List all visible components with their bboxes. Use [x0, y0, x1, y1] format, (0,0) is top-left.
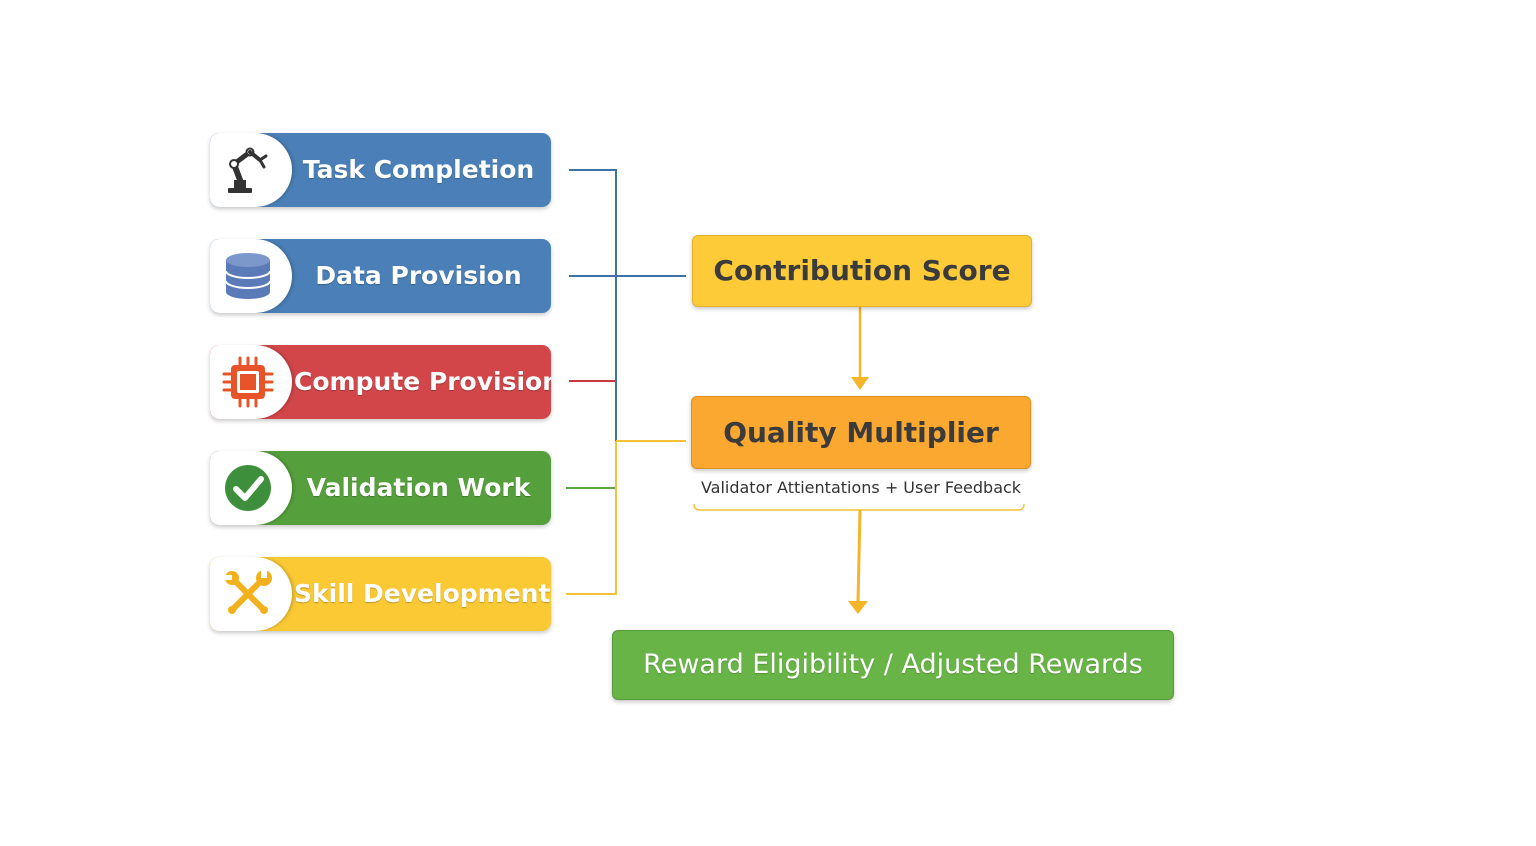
quality-multiplier-note: Validator Attientations + User Feedback: [700, 478, 1022, 497]
robot-arm-icon: [228, 147, 268, 193]
arrowhead-reward: [848, 601, 868, 614]
check-circle-icon: [225, 465, 271, 511]
reward-eligibility-box: Reward Eligibility / Adjusted Rewards: [612, 630, 1174, 700]
source-data-provision: Data Provision: [210, 239, 551, 313]
source-validation-work: Validation Work: [210, 451, 551, 525]
source-skill-development: Skill Development: [210, 557, 551, 631]
source-label: Validation Work: [306, 473, 531, 502]
cpu-chip-icon: [222, 356, 274, 408]
database-icon: [225, 253, 271, 299]
contribution-score-box: Contribution Score: [692, 235, 1032, 307]
arrowhead-quality: [851, 377, 869, 390]
source-label: Skill Development: [294, 579, 551, 608]
quality-multiplier-box: Quality Multiplier: [691, 396, 1031, 469]
source-label: Data Provision: [315, 261, 522, 290]
source-compute-provision: Compute Provision: [210, 345, 551, 419]
source-task-completion: Task Completion: [210, 133, 551, 207]
source-label: Task Completion: [302, 155, 535, 184]
tools-icon: [224, 570, 272, 614]
feedback-bracket: [693, 503, 1025, 511]
arrow-quality-to-reward: [856, 509, 862, 604]
source-label: Compute Provision: [294, 367, 551, 396]
